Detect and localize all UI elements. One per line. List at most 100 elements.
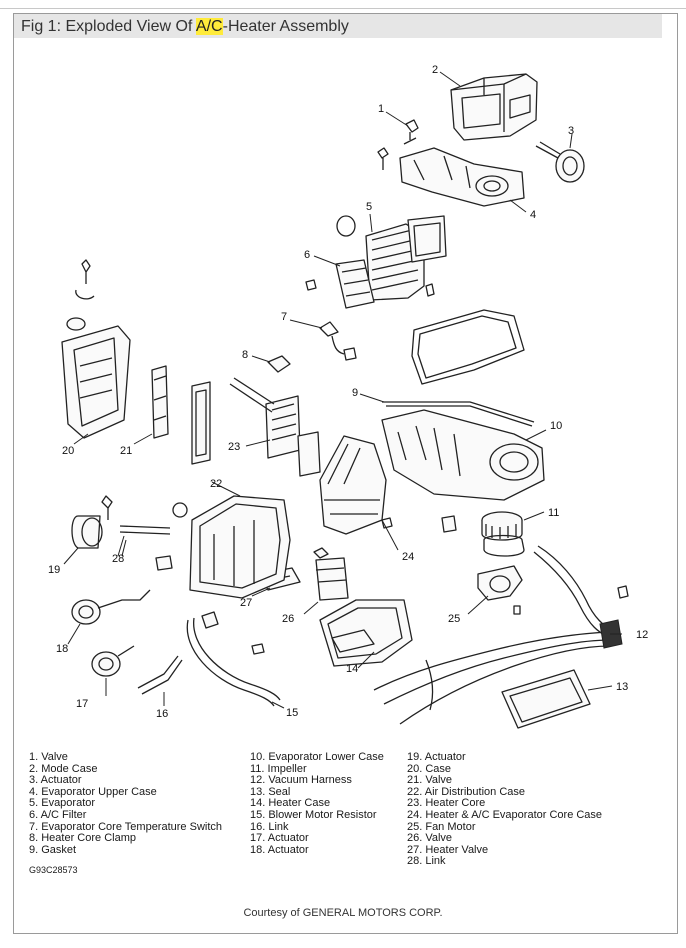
legend-item: 19. Actuator xyxy=(407,751,466,763)
part-22-air-distribution-case xyxy=(155,495,291,599)
callout-4: 4 xyxy=(530,209,536,221)
part-12-vacuum-harness xyxy=(373,545,629,725)
legend-item: 27. Heater Valve xyxy=(407,843,489,856)
exploded-view-diagram: 1 2 3 4 5 6 7 8 9 10 11 12 13 14 15 16 1… xyxy=(14,40,662,745)
callout-23: 23 xyxy=(228,441,240,453)
credit-line: Courtesy of GENERAL MOTORS CORP. xyxy=(243,907,443,919)
part-11-impeller xyxy=(481,511,523,541)
legend-item: 14. Heater Case xyxy=(250,797,331,810)
callout-14: 14 xyxy=(346,663,358,675)
legend-item: 17. Actuator xyxy=(250,832,309,845)
part-7-temp-switch xyxy=(319,321,357,361)
part-18-actuator xyxy=(71,589,151,625)
callout-25: 25 xyxy=(448,613,460,625)
title-prefix: Fig 1: Exploded View Of xyxy=(21,18,196,35)
part-15-blower-motor-resistor xyxy=(186,611,281,707)
callout-numbers: 1 2 3 4 5 6 7 8 9 10 11 12 13 14 15 16 1… xyxy=(48,64,648,720)
callout-21: 21 xyxy=(120,445,132,457)
legend-item: 4. Evaporator Upper Case xyxy=(29,785,157,798)
legend-item: 13. Seal xyxy=(250,785,291,798)
part-5-evaporator xyxy=(336,215,447,301)
callout-9: 9 xyxy=(352,387,358,399)
part-17-actuator xyxy=(91,645,135,677)
leader-lines xyxy=(63,71,622,709)
small-nut xyxy=(313,547,329,559)
callout-28: 28 xyxy=(112,553,124,565)
callout-11: 11 xyxy=(548,507,559,519)
part-28-link xyxy=(119,525,171,535)
callout-22: 22 xyxy=(210,478,222,490)
part-24-evap-core-case xyxy=(319,435,387,535)
legend-item: 8. Heater Core Clamp xyxy=(29,832,136,845)
callout-24: 24 xyxy=(402,551,414,563)
legend-item: 9. Gasket xyxy=(29,843,77,856)
part-25-fan-motor xyxy=(477,534,525,615)
legend-item: 26. Valve xyxy=(407,832,453,845)
callout-10: 10 xyxy=(550,420,562,432)
legend-column-3: 19. Actuator 20. Case 21. Valve 22. Air … xyxy=(407,751,603,868)
legend-item: 21. Valve xyxy=(407,774,453,787)
legend-item: 5. Evaporator xyxy=(29,797,96,810)
part-14-heater-case xyxy=(319,599,413,667)
part-26-valve xyxy=(315,557,349,601)
figure-code: G93C28573 xyxy=(29,865,78,875)
callout-1: 1 xyxy=(378,103,384,115)
title-suffix: -Heater Assembly xyxy=(222,18,349,35)
top-rule xyxy=(0,8,686,9)
part-1-valve xyxy=(403,119,419,145)
legend-item: 6. A/C Filter xyxy=(29,808,87,821)
legend-item: 7. Evaporator Core Temperature Switch xyxy=(29,820,222,833)
part-10-evaporator-lower-case xyxy=(381,409,545,501)
legend-item: 25. Fan Motor xyxy=(407,820,476,833)
legend-item: 24. Heater & A/C Evaporator Core Case xyxy=(407,808,603,821)
part-3-actuator xyxy=(535,141,585,183)
callout-5: 5 xyxy=(366,201,372,213)
title-highlight-a: A/ xyxy=(195,18,212,35)
legend-item: 11. Impeller xyxy=(250,762,307,775)
legend-item: 3. Actuator xyxy=(29,774,82,787)
callout-8: 8 xyxy=(242,349,248,361)
legend-item: 2. Mode Case xyxy=(29,762,98,775)
part-4-evaporator-upper-case xyxy=(399,147,525,207)
callout-16: 16 xyxy=(156,708,168,720)
part-21-valve xyxy=(151,365,211,465)
title-highlight-b: C xyxy=(211,18,223,35)
legend-item: 15. Blower Motor Resistor xyxy=(250,808,377,821)
part-8-heater-core-clamp xyxy=(267,355,291,373)
callout-12: 12 xyxy=(636,629,648,641)
callout-17: 17 xyxy=(76,698,88,710)
small-clip xyxy=(441,515,457,533)
part-16-link xyxy=(137,655,183,695)
callout-27: 27 xyxy=(240,597,252,609)
callout-15: 15 xyxy=(286,707,298,719)
legend-item: 20. Case xyxy=(407,762,452,775)
screw-upper xyxy=(377,147,389,170)
part-9-gasket xyxy=(382,309,535,427)
legend-item: 1. Valve xyxy=(29,751,68,763)
part-20-case xyxy=(61,259,131,439)
exploded-view-svg: 1 2 3 4 5 6 7 8 9 10 11 12 13 14 15 16 1… xyxy=(48,64,648,729)
legend-item: 28. Link xyxy=(407,855,446,868)
callout-26: 26 xyxy=(282,613,294,625)
callout-18: 18 xyxy=(56,643,68,655)
part-19-actuator xyxy=(71,495,113,549)
legend-item: 22. Air Distribution Case xyxy=(407,785,525,798)
callout-3: 3 xyxy=(568,125,574,137)
callout-2: 2 xyxy=(432,64,438,76)
callout-20: 20 xyxy=(62,445,74,457)
screw-24 xyxy=(381,517,393,529)
callout-7: 7 xyxy=(281,311,287,323)
legend-column-2: 10. Evaporator Lower Case 11. Impeller 1… xyxy=(250,751,384,856)
figure-title: Fig 1: Exploded View Of A/C-Heater Assem… xyxy=(21,18,349,36)
part-13-seal xyxy=(501,669,591,729)
callout-19: 19 xyxy=(48,564,60,576)
figure-title-bar: Fig 1: Exploded View Of A/C-Heater Assem… xyxy=(14,14,662,38)
legend-item: 23. Heater Core xyxy=(407,797,486,810)
legend-item: 12. Vacuum Harness xyxy=(250,774,352,787)
part-2-mode-case xyxy=(450,73,538,141)
part-23-heater-core xyxy=(229,377,321,477)
legend-column-1: 1. Valve 2. Mode Case 3. Actuator 4. Eva… xyxy=(29,751,222,856)
legend-item: 16. Link xyxy=(250,820,289,833)
part-6-ac-filter xyxy=(305,259,435,309)
callout-13: 13 xyxy=(616,681,628,693)
